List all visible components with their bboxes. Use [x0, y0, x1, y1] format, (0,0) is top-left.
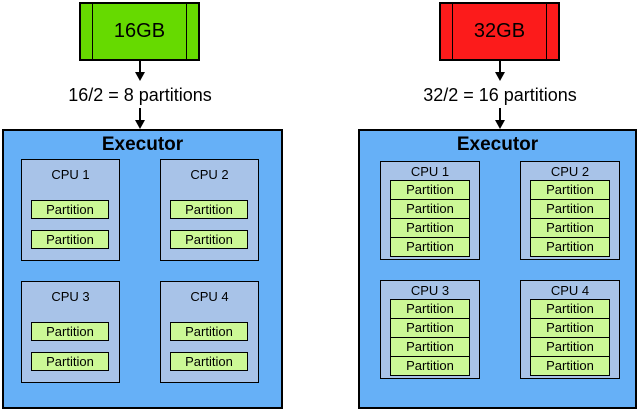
process-bar-left — [452, 4, 453, 59]
partition-box: Partition — [390, 237, 470, 257]
arrow-shaft — [139, 61, 141, 74]
cpu-box: CPU 2 Partition Partition — [160, 159, 259, 261]
executor-box-right: Executor CPU 1 Partition Partition Parti… — [358, 129, 637, 409]
memory-size-label: 32GB — [473, 20, 526, 42]
partition-stack: Partition Partition Partition Partition — [390, 299, 470, 376]
cpu-box: CPU 3 Partition Partition — [21, 281, 120, 383]
partition-count-caption: 32/2 = 16 partitions — [423, 85, 577, 105]
partition-box: Partition — [31, 352, 109, 371]
partition-stack: Partition Partition Partition Partition — [390, 180, 470, 257]
arrow-shaft — [139, 108, 141, 122]
cpu-label: CPU 4 — [550, 283, 590, 298]
partition-stack: Partition Partition Partition Partition — [530, 180, 610, 257]
partition-box: Partition — [530, 318, 610, 338]
partition-box: Partition — [530, 356, 610, 376]
cpu-label: CPU 4 — [190, 289, 229, 304]
cpu-box: CPU 3 Partition Partition Partition Part… — [380, 280, 480, 379]
partition-box: Partition — [170, 200, 248, 219]
partition-box: Partition — [390, 356, 470, 376]
partition-box: Partition — [530, 299, 610, 319]
process-bar-left — [92, 4, 93, 59]
cpu-label: CPU 1 — [51, 167, 90, 182]
cpu-label: CPU 1 — [410, 164, 450, 179]
cpu-box: CPU 4 Partition Partition — [160, 281, 259, 383]
cpu-label: CPU 2 — [190, 167, 229, 182]
partition-box: Partition — [170, 352, 248, 371]
arrow-shaft — [499, 61, 501, 74]
arrow-down-icon — [494, 61, 506, 81]
cpu-box: CPU 2 Partition Partition Partition Part… — [520, 161, 620, 260]
partition-box: Partition — [390, 180, 470, 200]
arrow-head — [495, 120, 505, 129]
partition-box: Partition — [390, 299, 470, 319]
partition-box: Partition — [530, 218, 610, 238]
cpu-box: CPU 1 Partition Partition — [21, 159, 120, 261]
cpu-label: CPU 3 — [410, 283, 450, 298]
arrow-head — [495, 72, 505, 81]
executor-title: Executor — [456, 134, 539, 155]
executor-box-left: Executor CPU 1 Partition Partition CPU 2… — [2, 129, 283, 409]
partition-box: Partition — [530, 180, 610, 200]
cpu-box: CPU 1 Partition Partition Partition Part… — [380, 161, 480, 260]
partition-box: Partition — [390, 337, 470, 357]
partition-stack: Partition Partition Partition Partition — [530, 299, 610, 376]
partition-box: Partition — [390, 218, 470, 238]
arrow-shaft — [499, 108, 501, 122]
partition-box: Partition — [170, 230, 248, 249]
executor-title: Executor — [101, 134, 184, 155]
partition-count-caption: 16/2 = 8 partitions — [68, 85, 212, 105]
partition-box: Partition — [390, 199, 470, 219]
arrow-down-icon — [134, 108, 146, 129]
arrow-head — [135, 72, 145, 81]
partition-box: Partition — [31, 230, 109, 249]
partition-box: Partition — [170, 322, 248, 341]
arrow-down-icon — [494, 108, 506, 129]
cpu-box: CPU 4 Partition Partition Partition Part… — [520, 280, 620, 379]
memory-box-16gb: 16GB — [79, 2, 200, 61]
partition-box: Partition — [31, 322, 109, 341]
cpu-label: CPU 3 — [51, 289, 90, 304]
cpu-label: CPU 2 — [550, 164, 590, 179]
partition-box: Partition — [530, 337, 610, 357]
partition-box: Partition — [31, 200, 109, 219]
memory-box-32gb: 32GB — [439, 2, 560, 61]
process-bar-right — [186, 4, 187, 59]
memory-size-label: 16GB — [113, 20, 166, 42]
process-bar-right — [546, 4, 547, 59]
partition-box: Partition — [530, 199, 610, 219]
arrow-down-icon — [134, 61, 146, 81]
partition-box: Partition — [530, 237, 610, 257]
partition-box: Partition — [390, 318, 470, 338]
arrow-head — [135, 120, 145, 129]
